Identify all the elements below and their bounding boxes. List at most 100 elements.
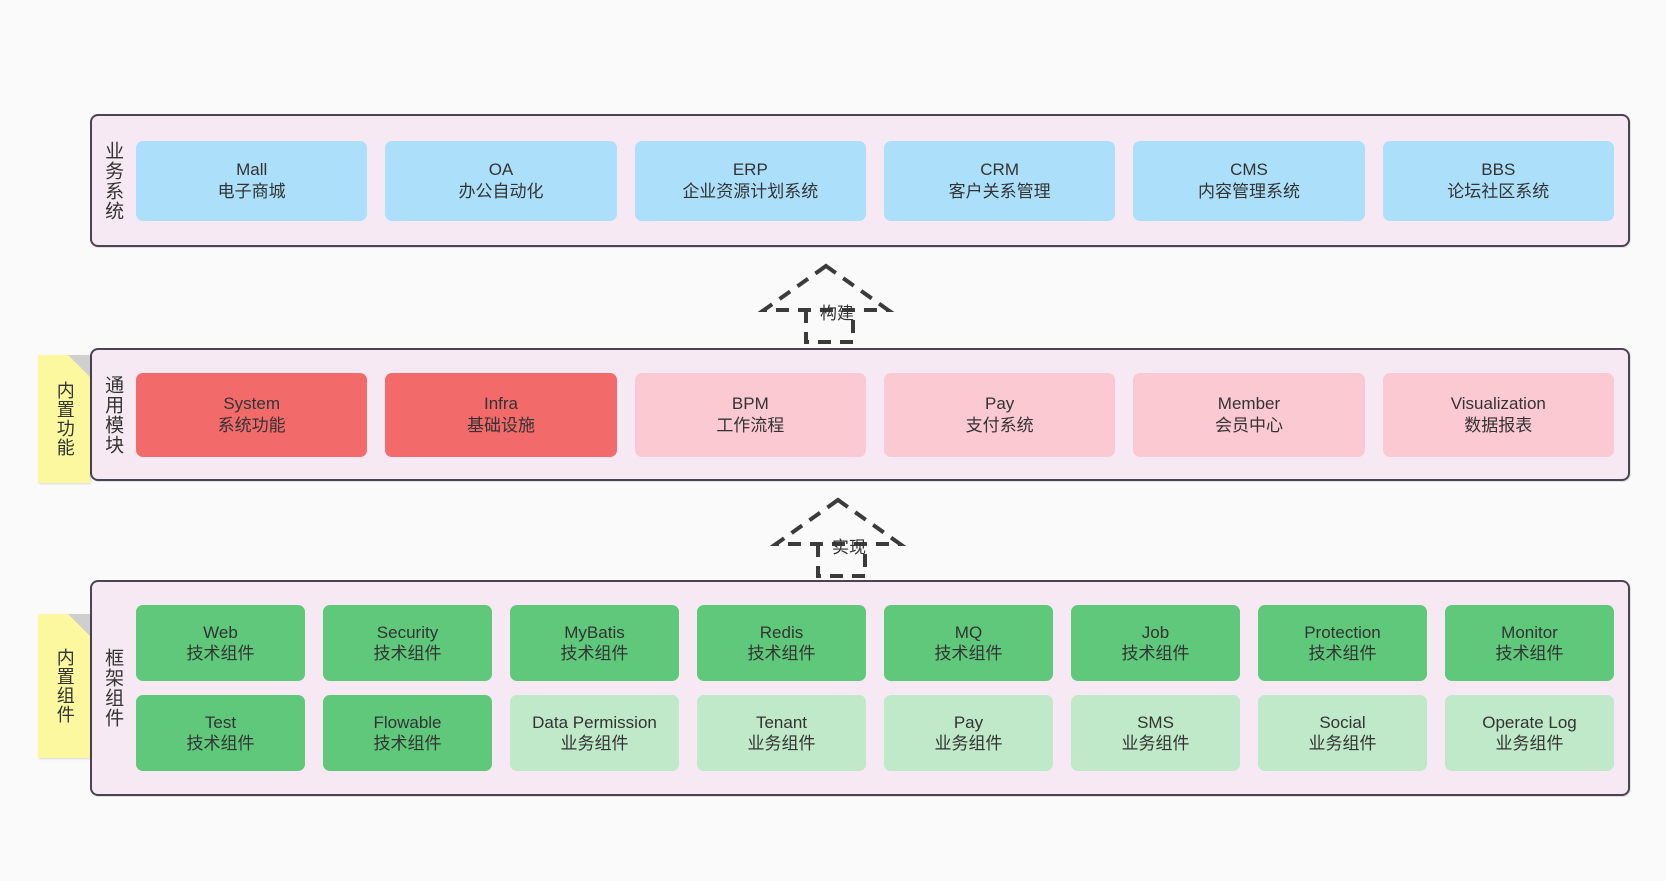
card-sms[interactable]: SMS 业务组件 xyxy=(1071,695,1240,771)
card-pay-module-subtitle: 支付系统 xyxy=(965,415,1034,435)
layer-business-body: Mall 电子商城 OA 办公自动化 ERP 企业资源计划系统 CRM 客户关系… xyxy=(132,116,1628,245)
card-system[interactable]: System 系统功能 xyxy=(136,372,368,457)
card-redis-title: Redis xyxy=(759,622,804,642)
card-crm-subtitle: 客户关系管理 xyxy=(948,181,1051,201)
card-tenant[interactable]: Tenant 业务组件 xyxy=(697,695,866,771)
card-security[interactable]: Security 技术组件 xyxy=(323,605,492,681)
card-protection-subtitle: 技术组件 xyxy=(1308,644,1377,663)
card-flowable-subtitle: 技术组件 xyxy=(373,734,442,753)
card-visualization-subtitle: 数据报表 xyxy=(1464,415,1533,435)
card-bbs[interactable]: BBS 论坛社区系统 xyxy=(1382,140,1614,221)
card-data-permission-subtitle: 业务组件 xyxy=(560,734,629,753)
card-protection[interactable]: Protection 技术组件 xyxy=(1258,605,1427,681)
card-mq-subtitle: 技术组件 xyxy=(934,644,1003,663)
card-test[interactable]: Test 技术组件 xyxy=(136,695,305,771)
card-web-title: Web xyxy=(203,622,238,642)
layer-framework-row-1: Web 技术组件 Security 技术组件 MyBatis 技术组件 Redi… xyxy=(136,605,1614,681)
card-infra[interactable]: Infra 基础设施 xyxy=(385,372,617,457)
connector-implement: 实现 xyxy=(770,492,920,578)
card-job[interactable]: Job 技术组件 xyxy=(1071,605,1240,681)
card-bpm-subtitle: 工作流程 xyxy=(716,415,785,435)
card-bbs-title: BBS xyxy=(1481,160,1516,180)
card-pay-component-subtitle: 业务组件 xyxy=(934,734,1003,753)
card-pay-module-title: Pay xyxy=(985,394,1015,414)
card-monitor-title: Monitor xyxy=(1501,622,1558,642)
card-oa[interactable]: OA 办公自动化 xyxy=(385,140,617,221)
card-test-title: Test xyxy=(204,712,237,732)
card-social-title: Social xyxy=(1319,712,1366,732)
card-visualization-title: Visualization xyxy=(1450,394,1546,414)
card-cms-subtitle: 内容管理系统 xyxy=(1197,181,1300,201)
note-builtin-features: 内置功能 xyxy=(38,355,90,483)
layer-framework-row-2: Test 技术组件 Flowable 技术组件 Data Permission … xyxy=(136,695,1614,771)
note-builtin-components: 内置组件 xyxy=(38,614,90,758)
card-crm[interactable]: CRM 客户关系管理 xyxy=(883,140,1116,221)
card-system-subtitle: 系统功能 xyxy=(217,415,286,435)
card-social[interactable]: Social 业务组件 xyxy=(1258,695,1427,771)
card-data-permission[interactable]: Data Permission 业务组件 xyxy=(510,695,679,771)
card-pay-component[interactable]: Pay 业务组件 xyxy=(884,695,1053,771)
card-mall-title: Mall xyxy=(236,160,268,180)
card-data-permission-title: Data Permission xyxy=(532,712,657,732)
layer-business-title: 业务系统 xyxy=(102,140,124,221)
layer-business-row: Mall 电子商城 OA 办公自动化 ERP 企业资源计划系统 CRM 客户关系… xyxy=(136,140,1614,221)
card-cms[interactable]: CMS 内容管理系统 xyxy=(1133,140,1365,221)
card-security-title: Security xyxy=(376,622,439,642)
note-builtin-features-label: 内置功能 xyxy=(54,381,75,457)
card-web[interactable]: Web 技术组件 xyxy=(136,605,305,681)
card-monitor[interactable]: Monitor 技术组件 xyxy=(1445,605,1614,681)
card-mall[interactable]: Mall 电子商城 xyxy=(136,140,368,221)
card-mybatis-subtitle: 技术组件 xyxy=(560,644,629,663)
layer-framework-components: 框架组件 Web 技术组件 Security 技术组件 MyBatis 技术组件… xyxy=(90,580,1630,796)
card-system-title: System xyxy=(223,394,280,414)
layer-common-title: 通用模块 xyxy=(102,374,124,455)
card-bpm[interactable]: BPM 工作流程 xyxy=(634,372,866,457)
card-mq-title: MQ xyxy=(954,622,983,642)
card-oa-subtitle: 办公自动化 xyxy=(458,181,544,201)
card-redis[interactable]: Redis 技术组件 xyxy=(697,605,866,681)
card-monitor-subtitle: 技术组件 xyxy=(1495,644,1564,663)
card-member-subtitle: 会员中心 xyxy=(1214,415,1283,435)
layer-business-systems: 业务系统 Mall 电子商城 OA 办公自动化 ERP 企业资源计划系统 CRM… xyxy=(90,114,1630,247)
card-sms-title: SMS xyxy=(1137,712,1174,732)
card-social-subtitle: 业务组件 xyxy=(1308,734,1377,753)
card-pay-module[interactable]: Pay 支付系统 xyxy=(883,372,1116,457)
layer-common-modules: 通用模块 System 系统功能 Infra 基础设施 BPM 工作流程 Pay… xyxy=(90,348,1630,481)
card-mybatis[interactable]: MyBatis 技术组件 xyxy=(510,605,679,681)
layer-common-row: System 系统功能 Infra 基础设施 BPM 工作流程 Pay 支付系统… xyxy=(136,372,1614,457)
card-redis-subtitle: 技术组件 xyxy=(747,644,816,663)
note-builtin-components-label: 内置组件 xyxy=(54,648,75,724)
layer-common-body: System 系统功能 Infra 基础设施 BPM 工作流程 Pay 支付系统… xyxy=(132,350,1628,479)
card-tenant-title: Tenant xyxy=(755,712,808,732)
layer-framework-body: Web 技术组件 Security 技术组件 MyBatis 技术组件 Redi… xyxy=(132,582,1628,794)
card-bpm-title: BPM xyxy=(731,394,769,414)
connector-implement-arrow xyxy=(770,497,907,578)
card-mq[interactable]: MQ 技术组件 xyxy=(884,605,1053,681)
card-oa-title: OA xyxy=(488,160,514,180)
card-operate-log-title: Operate Log xyxy=(1482,712,1577,732)
card-operate-log-subtitle: 业务组件 xyxy=(1495,734,1564,753)
card-erp[interactable]: ERP 企业资源计划系统 xyxy=(634,140,866,221)
note-fold-corner-icon-2 xyxy=(68,614,90,636)
card-tenant-subtitle: 业务组件 xyxy=(747,734,816,753)
card-operate-log[interactable]: Operate Log 业务组件 xyxy=(1445,695,1614,771)
card-web-subtitle: 技术组件 xyxy=(186,644,255,663)
card-mybatis-title: MyBatis xyxy=(564,622,625,642)
connector-build-label: 构建 xyxy=(820,304,854,323)
card-flowable[interactable]: Flowable 技术组件 xyxy=(323,695,492,771)
card-cms-title: CMS xyxy=(1230,160,1268,180)
connector-implement-label: 实现 xyxy=(832,538,866,557)
card-visualization[interactable]: Visualization 数据报表 xyxy=(1382,372,1614,457)
connector-build: 构建 xyxy=(758,258,908,344)
card-member-title: Member xyxy=(1217,394,1281,414)
card-flowable-title: Flowable xyxy=(373,712,442,732)
card-security-subtitle: 技术组件 xyxy=(373,644,442,663)
card-pay-component-title: Pay xyxy=(953,712,984,732)
layer-framework-title: 框架组件 xyxy=(102,648,124,728)
note-fold-corner-icon xyxy=(68,355,90,377)
card-test-subtitle: 技术组件 xyxy=(186,734,255,753)
card-erp-subtitle: 企业资源计划系统 xyxy=(682,181,819,201)
card-member[interactable]: Member 会员中心 xyxy=(1133,372,1365,457)
card-job-subtitle: 技术组件 xyxy=(1121,644,1190,663)
